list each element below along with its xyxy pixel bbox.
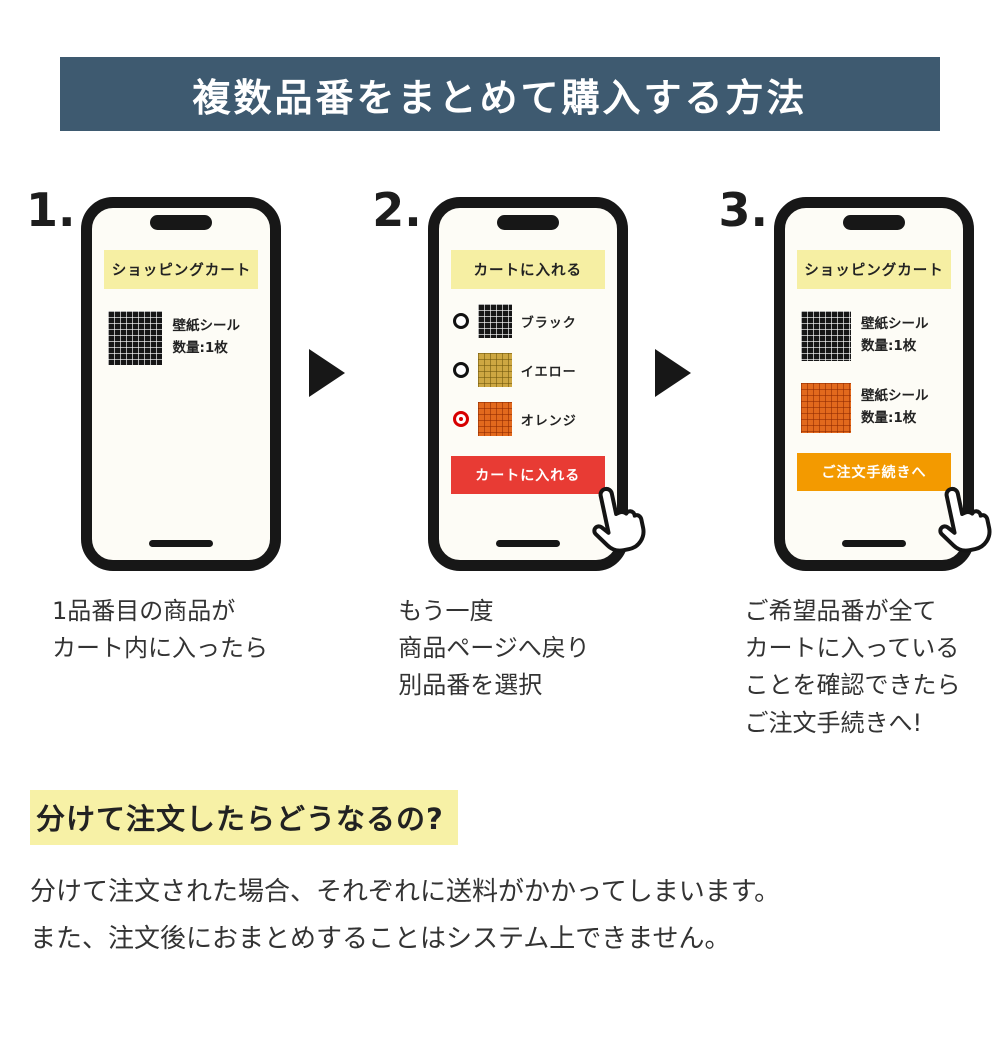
option-label: ブラック <box>520 315 577 331</box>
notice-body: 分けて注文された場合、それぞれに送料がかかってしまいます。 また、注文後におまと… <box>30 869 970 963</box>
cart-item: 壁紙シール 数量:1枚 <box>800 383 963 433</box>
black-swatch-icon <box>800 311 851 361</box>
notice-line: また、注文後におまとめすることはシステム上できません。 <box>30 923 731 954</box>
radio-unselected-icon <box>452 362 469 378</box>
step-1: 1. ショッピングカート 壁紙シール 数量:1枚 1品番目の商品が <box>26 187 282 667</box>
notice-section: 分けて注文したらどうなるの? 分けて注文された場合、それぞれに送料がかかってしま… <box>30 789 970 963</box>
right-arrow-icon <box>308 349 345 397</box>
step-3-caption: ご希望品番が全て カートに入っている ことを確認できたら ご注文手続きへ! <box>744 593 973 742</box>
phone-mockup-1: ショッピングカート 壁紙シール 数量:1枚 <box>81 197 282 571</box>
cart-item: 壁紙シール 数量:1枚 <box>800 311 963 361</box>
radio-unselected-icon <box>452 313 469 329</box>
color-option-black: ブラック <box>452 304 609 338</box>
phone-home-bar <box>495 540 560 547</box>
orange-swatch-icon <box>477 402 512 436</box>
caption-line: 商品ページへ戻り <box>398 634 590 663</box>
cart-item: 壁紙シール 数量:1枚 <box>108 311 270 365</box>
phone-home-bar <box>841 540 906 547</box>
item-name: 壁紙シール <box>860 388 929 405</box>
yellow-swatch-icon <box>477 353 512 387</box>
orange-swatch-icon <box>800 383 851 433</box>
color-option-yellow: イエロー <box>452 353 609 387</box>
step-1-number: 1. <box>26 183 76 237</box>
caption-line: カートに入っている <box>744 634 960 663</box>
step-1-caption: 1品番目の商品が カート内に入ったら <box>52 593 281 667</box>
phone-mockup-2: カートに入れる ブラック イエロー オレンジ <box>427 197 646 571</box>
option-label: オレンジ <box>520 413 577 429</box>
caption-line: ご希望品番が全て <box>744 597 937 625</box>
add-to-cart-banner: カートに入れる <box>450 250 605 289</box>
color-option-orange: オレンジ <box>452 402 609 436</box>
infographic: 複数品番をまとめて購入する方法 1. ショッピングカート 壁紙シール 数量:1枚 <box>0 57 1000 962</box>
checkout-button: ご注文手続きへ <box>796 453 951 491</box>
hand-cursor-icon <box>576 478 653 560</box>
phone-notch <box>842 215 905 230</box>
black-swatch-icon <box>108 311 163 365</box>
notice-line: 分けて注文された場合、それぞれに送料がかかってしまいます。 <box>30 876 781 907</box>
caption-line: カート内に入ったら <box>52 634 268 663</box>
step-2-number: 2. <box>372 183 422 237</box>
caption-line: ことを確認できたら <box>744 671 961 700</box>
item-name: 壁紙シール <box>172 318 240 335</box>
page-title: 複数品番をまとめて購入する方法 <box>60 57 940 131</box>
steps-row: 1. ショッピングカート 壁紙シール 数量:1枚 1品番目の商品が <box>26 187 992 742</box>
step-3-number: 3. <box>718 183 768 237</box>
phone-mockup-3: ショッピングカート 壁紙シール 数量:1枚 壁紙シール 数量:1枚 <box>773 197 992 571</box>
item-name: 壁紙シール <box>860 316 929 333</box>
item-qty: 数量:1枚 <box>172 340 228 356</box>
caption-line: 1品番目の商品が <box>52 597 236 625</box>
shopping-cart-banner: ショッピングカート <box>796 250 951 289</box>
shopping-cart-banner: ショッピングカート <box>104 250 259 289</box>
notice-heading: 分けて注文したらどうなるの? <box>30 789 458 845</box>
black-swatch-icon <box>477 304 512 338</box>
step-3: 3. ショッピングカート 壁紙シール 数量:1枚 壁紙シ <box>718 187 992 742</box>
caption-line: もう一度 <box>398 597 494 625</box>
option-label: イエロー <box>520 364 577 380</box>
step-2: 2. カートに入れる ブラック イエロー <box>372 187 646 705</box>
step-2-caption: もう一度 商品ページへ戻り 別品番を選択 <box>398 593 627 705</box>
radio-selected-icon <box>452 411 469 427</box>
caption-line: ご注文手続きへ! <box>744 708 923 737</box>
item-qty: 数量:1枚 <box>860 338 917 354</box>
phone-notch <box>150 215 213 230</box>
phone-home-bar <box>149 540 214 547</box>
add-to-cart-button: カートに入れる <box>450 456 605 494</box>
hand-cursor-icon <box>922 478 999 560</box>
item-qty: 数量:1枚 <box>860 410 917 426</box>
phone-notch <box>496 215 559 230</box>
right-arrow-icon <box>655 349 692 397</box>
caption-line: 別品番を選択 <box>398 671 543 700</box>
